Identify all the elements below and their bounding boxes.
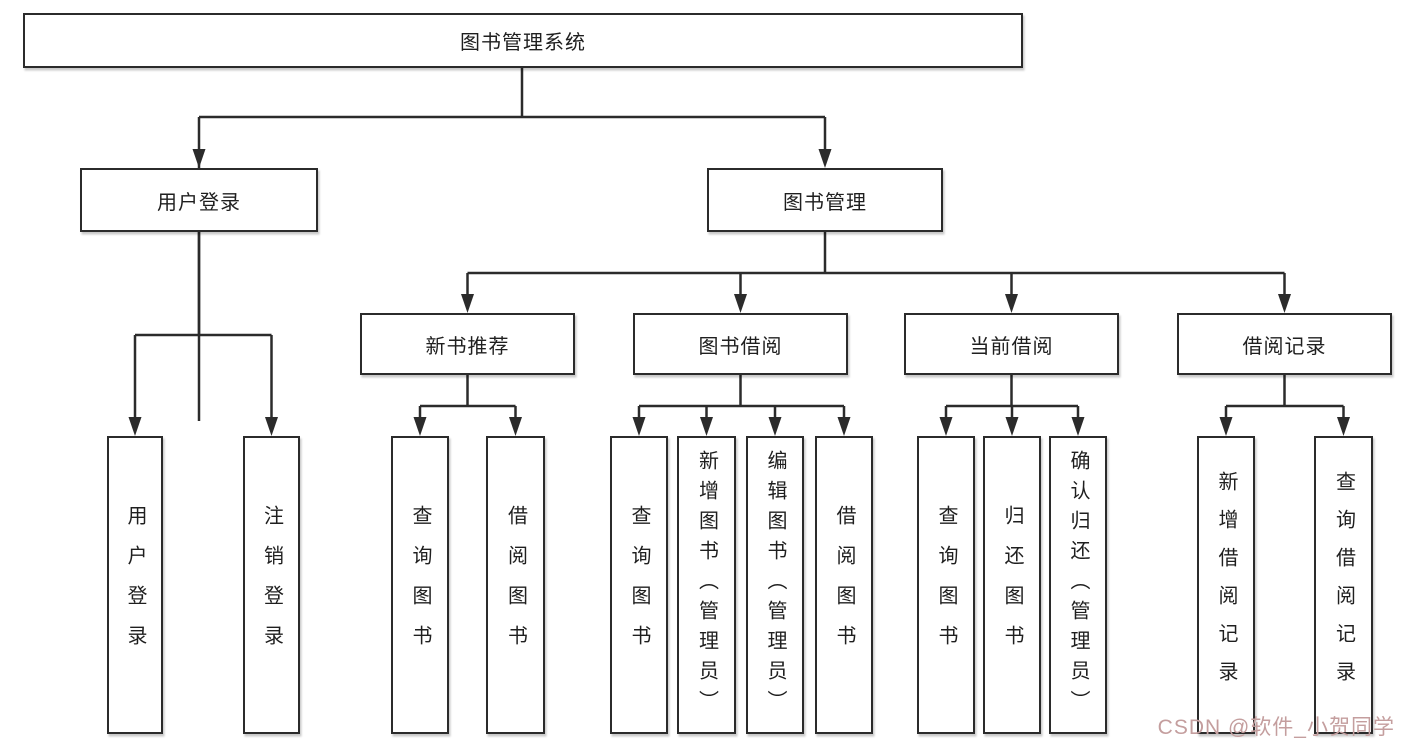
arrow-down-icon <box>818 149 832 168</box>
leaf-box-query-books-borrow: 查询图书 <box>610 436 668 734</box>
node-box-current-borrow: 当前借阅 <box>904 313 1119 375</box>
node-label-new-book-recommend: 新书推荐 <box>425 335 510 358</box>
arrow-down-icon <box>1071 417 1085 436</box>
leaf-box-borrow-books-recommend: 借阅图书 <box>486 436 545 734</box>
leaf-box-user-login: 用户登录 <box>107 436 163 734</box>
leaf-label-query-borrow-record: 查询借阅记录 <box>1332 471 1355 699</box>
leaf-box-query-books-current: 查询图书 <box>917 436 975 734</box>
node-box-book-management: 图书管理 <box>707 168 943 232</box>
node-box-new-book-recommend: 新书推荐 <box>360 313 575 375</box>
node-label-root: 图书管理系统 <box>460 32 586 54</box>
node-box-user-login: 用户登录 <box>80 168 318 232</box>
connector-borrow-records-to-leaves <box>1224 375 1345 421</box>
leaf-label-edit-books-admin: 编辑图书（管理员） <box>764 450 786 720</box>
node-box-book-borrow: 图书借阅 <box>633 313 848 375</box>
arrow-down-icon <box>192 149 206 168</box>
leaf-label-user-login: 用户登录 <box>124 505 146 665</box>
leaf-box-logout: 注销登录 <box>243 436 300 734</box>
arrow-down-icon <box>939 417 953 436</box>
arrow-down-icon <box>1005 294 1018 313</box>
node-label-borrow-records: 借阅记录 <box>1242 335 1327 358</box>
connector-new-book-recommend-to-leaves <box>418 375 517 421</box>
leaf-label-borrow-books-recommend: 借阅图书 <box>504 505 527 665</box>
node-box-borrow-records: 借阅记录 <box>1177 313 1392 375</box>
arrow-down-icon <box>265 417 278 436</box>
leaf-box-query-borrow-record: 查询借阅记录 <box>1314 436 1373 734</box>
arrow-down-icon <box>632 417 646 436</box>
leaf-box-borrow-books: 借阅图书 <box>815 436 873 734</box>
node-box-root: 图书管理系统 <box>23 13 1023 68</box>
leaf-box-confirm-return-admin: 确认归还（管理员） <box>1049 436 1107 734</box>
arrow-down-icon <box>1005 417 1019 436</box>
node-label-user-login: 用户登录 <box>157 191 241 214</box>
arrow-down-icon <box>128 417 142 436</box>
connector-current-borrow-to-leaves <box>944 375 1080 421</box>
leaf-label-confirm-return-admin: 确认归还（管理员） <box>1067 450 1089 720</box>
leaf-label-query-books-recommend: 查询图书 <box>409 505 431 665</box>
node-label-current-borrow: 当前借阅 <box>969 335 1054 358</box>
leaf-label-query-books-current: 查询图书 <box>935 505 957 665</box>
arrow-down-icon <box>734 294 747 313</box>
leaf-box-return-books: 归还图书 <box>983 436 1041 734</box>
arrow-down-icon <box>1219 417 1233 436</box>
arrow-down-icon <box>509 417 522 436</box>
arrow-down-icon <box>768 417 782 436</box>
leaf-box-edit-books-admin: 编辑图书（管理员） <box>746 436 804 734</box>
leaf-box-add-borrow-record: 新增借阅记录 <box>1197 436 1255 734</box>
arrow-down-icon <box>1278 294 1291 313</box>
leaf-label-add-books-admin: 新增图书（管理员） <box>695 450 718 720</box>
node-label-book-borrow: 图书借阅 <box>698 335 783 358</box>
arrow-down-icon <box>461 294 474 313</box>
csdn-watermark: CSDN @软件_小贺同学 <box>1157 716 1395 739</box>
arrow-down-icon <box>700 417 713 436</box>
arrow-down-icon <box>837 417 851 436</box>
leaf-label-return-books: 归还图书 <box>1001 505 1023 665</box>
leaf-box-add-books-admin: 新增图书（管理员） <box>677 436 736 734</box>
leaf-label-logout: 注销登录 <box>260 505 283 665</box>
node-label-book-management: 图书管理 <box>783 191 867 214</box>
connector-book-borrow-to-leaves <box>637 375 846 421</box>
connector-book-management-to-level3 <box>466 232 1286 298</box>
leaf-label-query-books-borrow: 查询图书 <box>628 505 650 665</box>
leaf-label-borrow-books: 借阅图书 <box>833 505 855 665</box>
arrow-down-icon <box>413 417 427 436</box>
leaf-box-query-books-recommend: 查询图书 <box>391 436 449 734</box>
leaf-label-add-borrow-record: 新增借阅记录 <box>1215 471 1237 699</box>
arrow-down-icon <box>1337 417 1350 436</box>
connector-user-login-to-leaves <box>133 232 273 421</box>
